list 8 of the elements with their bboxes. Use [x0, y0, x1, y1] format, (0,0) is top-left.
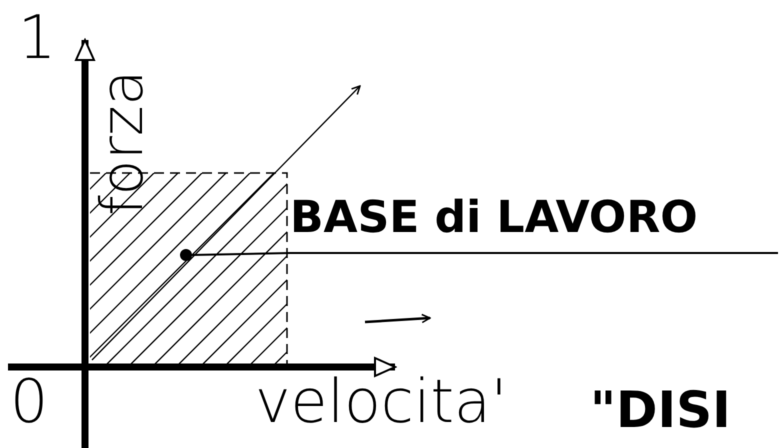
- dot-marker: [180, 249, 192, 261]
- heading-text: "DISI: [590, 385, 731, 435]
- axis-title: velocita': [255, 372, 508, 432]
- axis-tick-label: 0: [10, 372, 48, 432]
- callout-text: BASE di LAVORO: [290, 188, 778, 254]
- leader-line: [192, 252, 290, 256]
- axis-tick-label: 1: [18, 8, 56, 68]
- axis-title: forza: [93, 70, 151, 216]
